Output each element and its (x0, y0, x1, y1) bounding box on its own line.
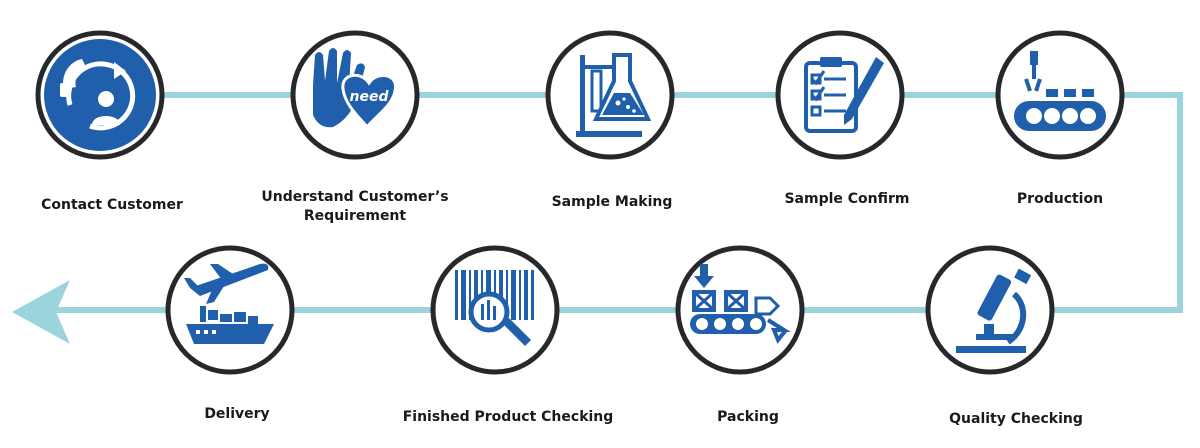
step-circle-quality-checking (925, 245, 1055, 375)
label-sample-confirm: Sample Confirm (784, 191, 910, 207)
conveyor-robot-icon (1014, 51, 1106, 131)
clipboard-check-icon (804, 57, 884, 133)
barcode-magnifier-icon (455, 270, 534, 346)
microscope-icon (956, 268, 1032, 353)
hands-heart-icon: need (313, 48, 397, 130)
flask-icon (576, 53, 652, 137)
need-badge-text: need (350, 89, 390, 105)
step-circle-packing (675, 245, 805, 375)
step-circle-production (995, 30, 1125, 160)
step-circle-contact-customer (35, 30, 165, 160)
label-quality-checking: Quality Checking (949, 411, 1083, 427)
step-circle-delivery (165, 245, 295, 375)
label-understand-requirement: Understand Customer’s Requirement (261, 189, 449, 224)
label-delivery: Delivery (204, 406, 270, 422)
step-circle-sample-confirm (775, 30, 905, 160)
step-circle-sample-making (545, 30, 675, 160)
phone-person-icon (60, 59, 136, 131)
label-production: Production (1016, 191, 1104, 207)
step-circle-understand-requirement: need (290, 30, 420, 160)
packing-conveyor-icon (690, 264, 791, 344)
step-circle-finished-product-checking (430, 245, 560, 375)
label-finished-product-checking: Finished Product Checking (402, 409, 614, 425)
plane-ship-icon (184, 263, 274, 344)
flow-arrowhead (12, 280, 70, 344)
label-contact-customer: Contact Customer (41, 197, 183, 213)
label-packing: Packing (717, 409, 779, 425)
label-sample-making: Sample Making (551, 194, 673, 210)
